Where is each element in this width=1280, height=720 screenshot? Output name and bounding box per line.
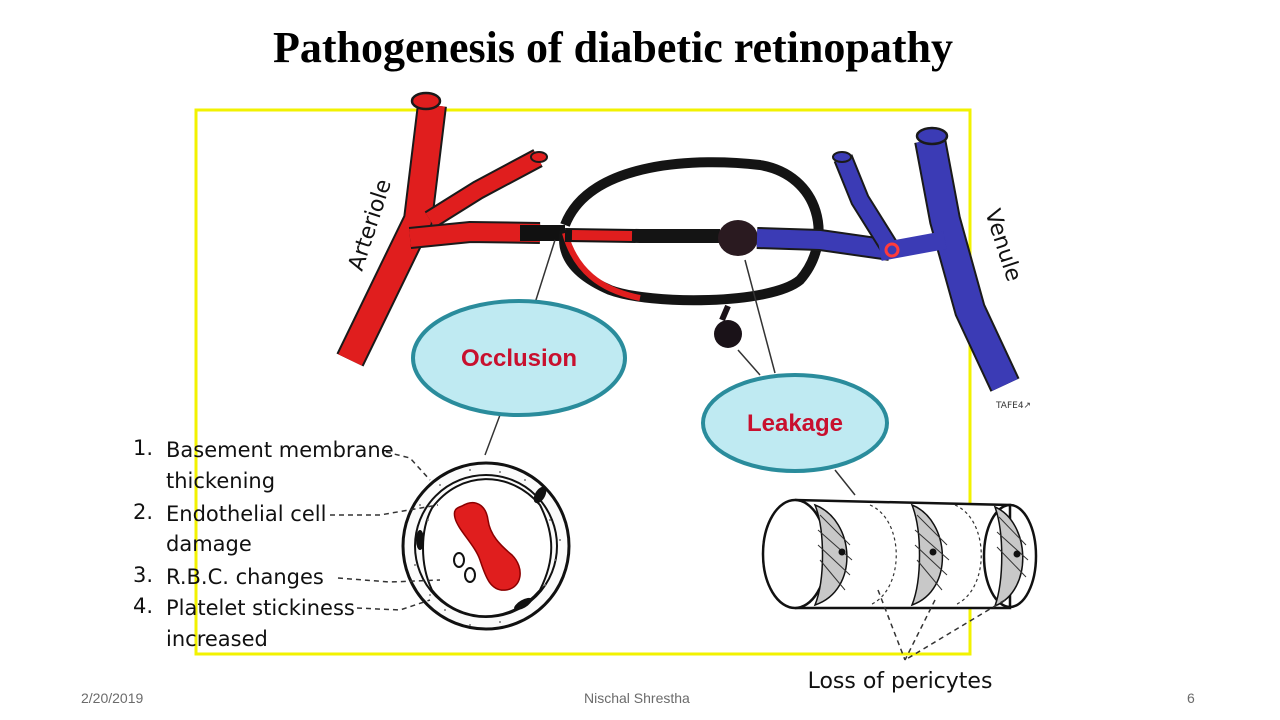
leakage-pointer-2 — [737, 349, 761, 376]
pericyte-cell — [910, 503, 950, 607]
red-blood-cell — [453, 501, 521, 591]
footer-page-number: 6 — [1187, 690, 1195, 706]
factor-line: thickening — [166, 469, 275, 493]
pericyte-leaders — [877, 589, 1006, 661]
pericyte-cylinder — [761, 498, 1038, 610]
pointer-marker — [884, 242, 900, 258]
footer-author: Nischal Shrestha — [584, 690, 690, 706]
pericyte-cell — [813, 503, 853, 607]
factor-line: damage — [166, 532, 252, 556]
slide-title: Pathogenesis of diabetic retinopathy — [273, 23, 953, 72]
microaneurysm — [718, 220, 758, 256]
leakage-to-pericytes — [834, 469, 856, 496]
leakage-blob — [714, 320, 742, 348]
factor-number: 4. — [133, 594, 153, 618]
factor-line: Platelet stickiness — [166, 596, 355, 620]
factor-leaders — [330, 451, 441, 611]
platelet — [464, 567, 476, 583]
capillary-loop — [559, 157, 824, 348]
factor-line: R.B.C. changes — [166, 565, 324, 589]
venule-label: Venule — [979, 206, 1026, 285]
leakage-label: Leakage — [747, 410, 843, 437]
leakage-callout: Leakage — [701, 373, 889, 473]
occlusion-pointer — [534, 239, 556, 304]
leakage-pointer-1 — [744, 259, 776, 374]
vessel-cross-section — [401, 461, 571, 631]
factor-number: 2. — [133, 500, 153, 524]
pericyte-cell — [993, 505, 1029, 608]
factor-number: 3. — [133, 563, 153, 587]
footer-date: 2/20/2019 — [81, 690, 144, 706]
pericyte-label: Loss of pericytes — [808, 669, 993, 694]
occlusion-label: Occlusion — [461, 345, 577, 372]
factor-line: increased — [166, 627, 268, 651]
artist-signature: TAFE4↗ — [995, 401, 1031, 411]
factor-line: Endothelial cell — [166, 502, 326, 526]
highlight-box — [194, 108, 972, 656]
occlusion-callout: Occlusion — [411, 299, 627, 417]
occlusion-to-cross-section — [484, 414, 501, 456]
arteriole — [336, 91, 565, 367]
venule — [756, 126, 1020, 392]
factor-number: 1. — [133, 436, 153, 460]
platelet — [453, 552, 465, 568]
factor-list: 1. Basement membrane thickening 2. Endot… — [133, 436, 394, 651]
factor-line: Basement membrane — [166, 438, 394, 462]
